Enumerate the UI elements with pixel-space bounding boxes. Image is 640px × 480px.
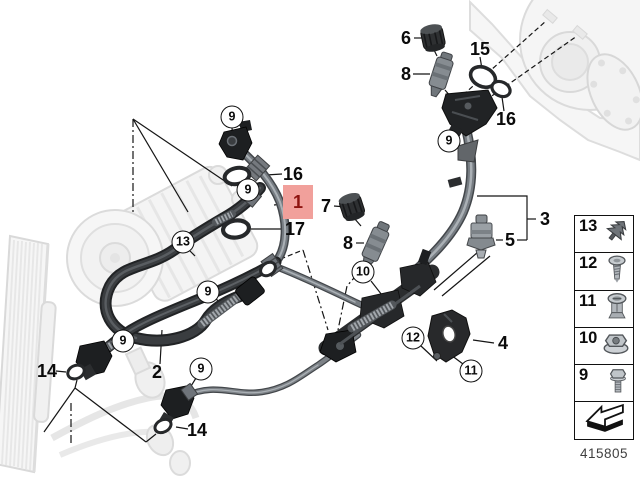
callout-7: 7 bbox=[320, 196, 332, 216]
callout-17: 17 bbox=[284, 219, 306, 239]
legend-row-11: 11 bbox=[575, 291, 633, 328]
callout-11-circled: 11 bbox=[459, 359, 483, 383]
callout-16-mid: 16 bbox=[282, 164, 304, 184]
sealing-cap-7 bbox=[338, 192, 366, 222]
callout-9-circled-bottom: 9 bbox=[189, 357, 213, 381]
flange-nut-icon bbox=[600, 329, 632, 364]
callout-10-circled: 10 bbox=[351, 260, 375, 284]
legend-label-11: 11 bbox=[579, 291, 597, 310]
callout-6: 6 bbox=[400, 28, 412, 48]
o-rings bbox=[66, 64, 512, 435]
callout-1-label: 1 bbox=[292, 191, 303, 212]
callout-9-circled-right: 9 bbox=[437, 129, 461, 153]
legend-label-12: 12 bbox=[579, 254, 598, 273]
direction-arrow-icon bbox=[581, 401, 629, 440]
legend-row-12: 12 bbox=[575, 252, 633, 291]
callout-14-bottom: 14 bbox=[186, 420, 208, 440]
legend-label-10: 10 bbox=[579, 328, 598, 347]
sealing-cap-6 bbox=[420, 24, 446, 52]
callout-4: 4 bbox=[497, 333, 509, 353]
braided-fitting-center bbox=[197, 276, 265, 329]
callout-12-circled: 12 bbox=[401, 326, 425, 350]
callout-2: 2 bbox=[151, 362, 163, 382]
highlighted-callout-1: 1 bbox=[283, 185, 313, 219]
callout-9-circled-mid: 9 bbox=[236, 178, 260, 202]
callout-8-mid: 8 bbox=[342, 233, 354, 253]
callout-15: 15 bbox=[469, 39, 491, 59]
callout-5: 5 bbox=[504, 230, 516, 250]
callout-16-top: 16 bbox=[495, 109, 517, 129]
condenser-faded bbox=[0, 234, 200, 476]
engine-turbo-faded bbox=[469, 0, 640, 162]
diagram-number: 415805 bbox=[579, 446, 629, 461]
hex-bolt-icon bbox=[604, 364, 632, 403]
screw-icon bbox=[602, 252, 632, 291]
expansion-rivet-icon bbox=[602, 289, 632, 328]
pressure-sensor-5 bbox=[466, 214, 496, 259]
callout-3: 3 bbox=[539, 209, 551, 229]
fir-tree-clip-icon bbox=[602, 216, 632, 253]
callout-9-circled-left: 9 bbox=[111, 329, 135, 353]
legend-row-13: 13 bbox=[575, 216, 633, 254]
hardware-legend: 13 12 11 bbox=[574, 215, 634, 440]
legend-row-arrow bbox=[575, 402, 633, 438]
legend-row-10: 10 bbox=[575, 328, 633, 366]
callout-9-circled-top: 9 bbox=[220, 105, 244, 129]
callout-13-circled: 13 bbox=[171, 230, 195, 254]
callout-8-top: 8 bbox=[400, 64, 412, 84]
callout-14-left: 14 bbox=[36, 361, 58, 381]
legend-label-13: 13 bbox=[579, 217, 598, 235]
pipe-bracket-assembly bbox=[318, 248, 440, 363]
line-clamp-4 bbox=[427, 309, 471, 363]
legend-row-9: 9 bbox=[575, 364, 633, 403]
callout-9-circled-center: 9 bbox=[196, 280, 220, 304]
legend-label-9: 9 bbox=[579, 366, 589, 385]
service-valve-8-top bbox=[428, 51, 454, 98]
pipe-fitting-top bbox=[218, 120, 271, 182]
